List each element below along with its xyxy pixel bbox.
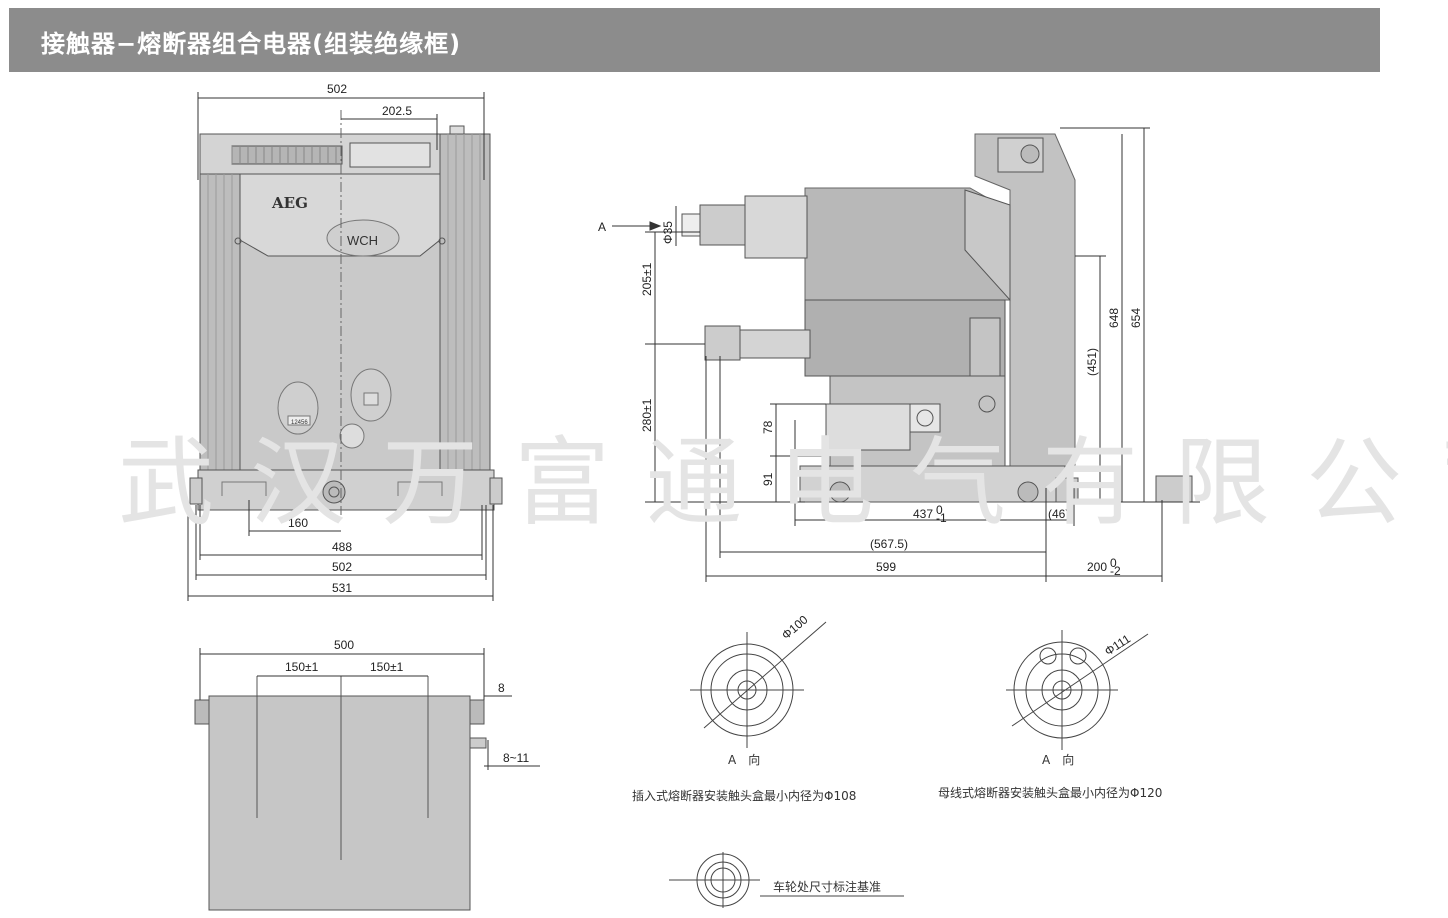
wch-badge: WCH [347, 233, 378, 248]
title-bar: 接触器−熔断器组合电器(组装绝缘框) [9, 8, 1380, 72]
dim-437-sub: -1 [936, 511, 947, 525]
detail-a-busbar [1006, 630, 1149, 750]
dim-phi100: Φ100 [779, 612, 811, 642]
side-view [681, 133, 1193, 503]
dim-437: 437 [913, 507, 933, 521]
arrow-a-label: A [598, 220, 606, 234]
caption-wheel-reference: 车轮处尺寸标注基准 [773, 879, 881, 894]
dim-502: 502 [332, 560, 352, 574]
dim-567-5: (567.5) [870, 537, 908, 551]
caption-busbar-fuse: 母线式熔断器安装触头盒最小内径为Φ120 [938, 785, 1162, 800]
dim-205: 205±1 [640, 262, 654, 296]
dim-150-right: 150±1 [370, 660, 404, 674]
detail-a-insert [690, 621, 827, 748]
dim-451: (451) [1085, 348, 1099, 376]
aeg-logo: AEG [271, 194, 308, 212]
front-view-labels: AEG WCH 12456 [271, 194, 378, 426]
dim-150-left: 150±1 [285, 660, 319, 674]
view-a-left: A 向 [728, 752, 760, 767]
dim-599: 599 [876, 560, 896, 574]
dim-437-sup: 0 [936, 503, 943, 517]
detail-a-busbar-text: Φ111 A 向 母线式熔断器安装触头盒最小内径为Φ120 [938, 631, 1162, 800]
dim-202-5: 202.5 [382, 104, 412, 118]
dim-8-11: 8~11 [503, 751, 529, 765]
dim-500: 500 [334, 638, 354, 652]
dim-654: 654 [1129, 308, 1143, 328]
front-dimensions [187, 92, 494, 601]
dim-78: 78 [761, 420, 775, 434]
watermark-company: 武汉万富通电气有限公司 [118, 427, 1448, 539]
top-dimensions [199, 648, 540, 770]
dim-502-top: 502 [327, 82, 347, 96]
view-a-right: A 向 [1042, 752, 1074, 767]
top-dimension-text: 500 150±1 150±1 8 8~11 [285, 638, 529, 765]
dim-8: 8 [498, 681, 505, 695]
dim-648: 648 [1107, 308, 1121, 328]
dim-200-sub: -2 [1110, 564, 1121, 578]
dim-160: 160 [288, 516, 308, 530]
top-view [194, 676, 487, 911]
dim-280: 280±1 [640, 398, 654, 432]
dim-91: 91 [761, 472, 775, 486]
dim-phi35: Φ35 [661, 221, 675, 244]
nameplate-number: 12456 [291, 420, 308, 426]
side-dimensions [612, 127, 1200, 582]
caption-insert-fuse: 插入式熔断器安装触头盒最小内径为Φ108 [632, 788, 856, 803]
dim-200: 200 [1087, 560, 1107, 574]
dim-46: (46) [1048, 507, 1069, 521]
dim-200-sup: 0 [1110, 556, 1117, 570]
front-view [189, 110, 503, 515]
wheel-reference [669, 852, 904, 908]
dim-488: 488 [332, 540, 352, 554]
detail-a-insert-text: Φ100 A 向 插入式熔断器安装触头盒最小内径为Φ108 [632, 612, 856, 803]
page-title: 接触器−熔断器组合电器(组装绝缘框) [41, 30, 462, 58]
front-dimension-text: 502 202.5 160 488 502 531 [288, 82, 412, 595]
dim-531: 531 [332, 581, 352, 595]
side-dimension-text: A Φ35 205±1 280±1 78 91 (451) 648 654 43… [598, 220, 1143, 578]
